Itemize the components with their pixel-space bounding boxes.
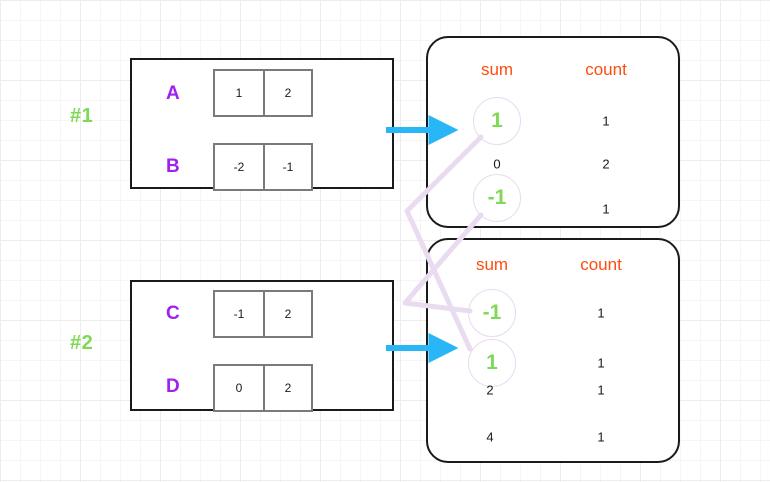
- table-1-row-2-count: 1: [602, 201, 610, 217]
- table-2-row-3-sum: 4: [486, 429, 494, 445]
- table-1-row-2-sum: -1: [473, 174, 521, 222]
- group-label-1: #1: [70, 105, 94, 127]
- table-1-header-sum: sum: [480, 60, 514, 79]
- cell-c-1: 2: [262, 292, 311, 336]
- table-1-row-1-count: 2: [602, 156, 610, 172]
- table-1-row-1-sum: 0: [493, 156, 501, 172]
- table-2-row-3-count: 1: [597, 429, 605, 445]
- cell-d-0: 0: [235, 381, 243, 395]
- cell-c-0: -1: [233, 307, 245, 321]
- row-label-a: A: [166, 83, 180, 104]
- group-label-2: #2: [70, 332, 94, 354]
- row-label-d: D: [166, 376, 180, 397]
- agg-table-2: [426, 238, 680, 463]
- cell-b-0: -2: [233, 160, 245, 174]
- cellpair-a: 1 2: [213, 69, 313, 117]
- agg-table-1: [426, 36, 680, 228]
- cellpair-b: -2 -1: [213, 143, 313, 191]
- cell-a-1: 2: [262, 71, 311, 115]
- cellpair-c: -1 2: [213, 290, 313, 338]
- row-label-b: B: [166, 156, 180, 177]
- cellpair-d: 0 2: [213, 364, 313, 412]
- table-2-row-2-sum: 2: [486, 382, 494, 398]
- table-1-row-0-count: 1: [602, 113, 610, 129]
- table-2-header-count: count: [580, 255, 622, 274]
- table-1-row-0-sum: 1: [473, 97, 521, 145]
- table-2-row-1-count: 1: [597, 355, 605, 371]
- cell-b-1: -1: [262, 145, 311, 189]
- row-label-c: C: [166, 303, 180, 324]
- table-1-header-count: count: [585, 60, 627, 79]
- table-2-row-0-sum: -1: [468, 289, 516, 337]
- table-2-row-2-count: 1: [597, 382, 605, 398]
- cell-a-0: 1: [235, 86, 243, 100]
- table-2-row-1-sum: 1: [468, 339, 516, 387]
- table-2-row-0-count: 1: [597, 305, 605, 321]
- table-2-header-sum: sum: [475, 255, 509, 274]
- cell-d-1: 2: [262, 366, 311, 410]
